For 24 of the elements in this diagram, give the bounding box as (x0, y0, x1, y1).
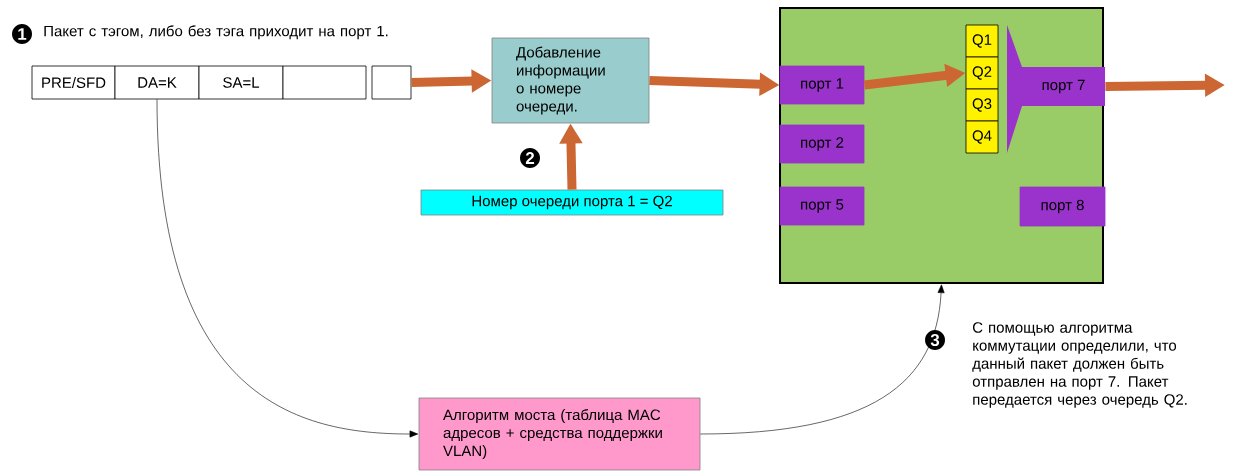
callout-number: 3 (925, 330, 945, 350)
port-box: порт 8 (1019, 186, 1106, 227)
port-box: порт 1 (779, 65, 865, 105)
queue-cell: Q1 (965, 24, 999, 58)
frame-cell: SA=L (198, 65, 284, 100)
curved-arrow (700, 284, 945, 435)
queue-cell: Q2 (965, 56, 999, 90)
port-box: порт 2 (779, 124, 865, 164)
queue-cell: Q4 (965, 120, 999, 154)
frame-cell (282, 65, 367, 100)
note-text: Пакет с тэгом, либо без тэга приходит на порт 1. (44, 25, 388, 40)
frame-cell (371, 65, 412, 100)
queue-number-box: Номер очереди порта 1 = Q2 (420, 189, 724, 216)
algorithm-box: Алгоритм моста (таблица MAC адресов + средства поддержки VLAN) (418, 397, 701, 471)
port-box: порт 5 (779, 186, 865, 226)
frame-cell: PRE/SFD (31, 65, 116, 100)
output-port: порт 7 (1007, 25, 1105, 153)
queue-cell: Q3 (965, 88, 999, 122)
callout-number: 1 (12, 24, 32, 44)
note-text: С помощью алгоритма коммутации определили, что данный пакет должен быть отправлен на порт 7. Пакет передается через очередь Q2. (972, 322, 1187, 408)
curved-arrow (156, 99, 419, 438)
process-box: Добавление информации о номере очереди. (491, 37, 650, 124)
frame-cell: DA=K (114, 65, 200, 100)
callout-number: 2 (520, 148, 540, 168)
